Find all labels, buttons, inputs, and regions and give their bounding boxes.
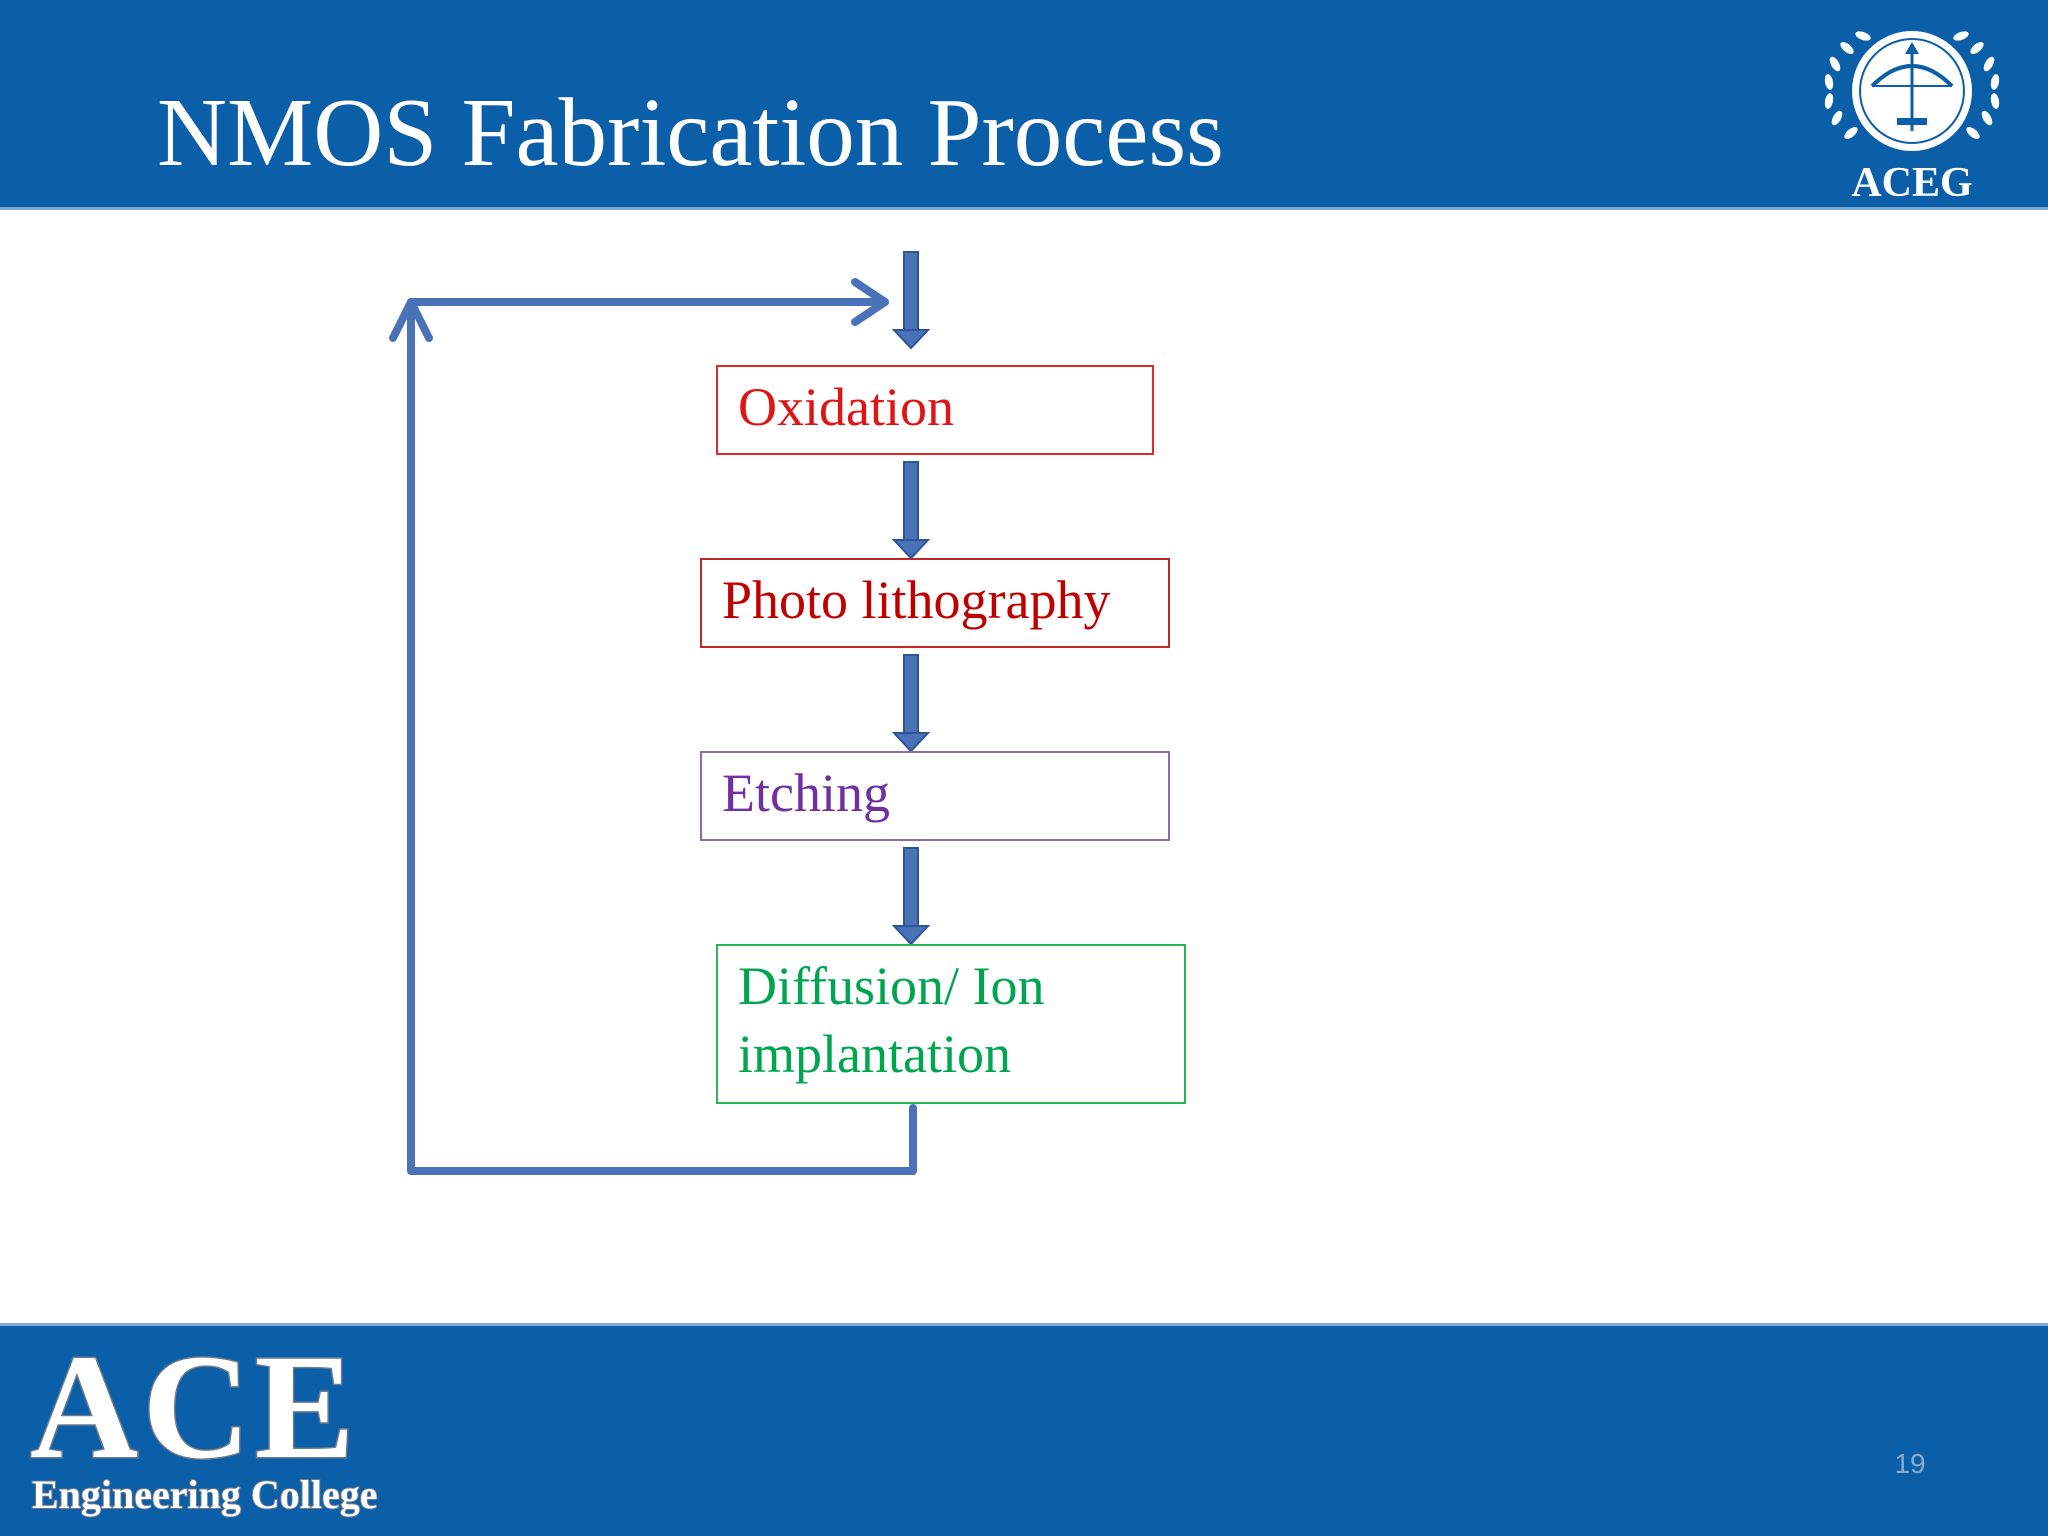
step-etching: Etching (700, 751, 1170, 841)
slide-title: NMOS Fabrication Process (157, 79, 1224, 186)
footer-bar (0, 1326, 2048, 1536)
header-divider (0, 207, 2048, 210)
ace-engineering-college-logo: ACE Engineering College (28, 1345, 458, 1525)
ace-logo-text: ACE (30, 1345, 359, 1490)
arrow-photo-lithography-to-etching (891, 654, 931, 753)
bow-arrow-emblem-icon: ACEG (1824, 31, 2000, 206)
aceg-logo: ACEG (1817, 6, 2007, 206)
engineering-college-text: Engineering College (32, 1472, 378, 1517)
arrow-feedback-loop (389, 278, 917, 1175)
arrow-etching-to-diffusion (891, 847, 931, 946)
footer-divider (0, 1323, 2048, 1327)
arrow-oxidation-to-photo-lithography (891, 461, 931, 560)
slide-number: 19 (1894, 1448, 1926, 1479)
step-oxidation: Oxidation (716, 365, 1154, 455)
header-bar (0, 0, 2048, 207)
step-photo-lithography: Photo lithography (700, 558, 1170, 648)
aceg-logo-text: ACEG (1851, 160, 1972, 206)
step-diffusion-ion-implantation: Diffusion/ Ion implantation (716, 944, 1186, 1104)
arrow-entry (891, 251, 931, 350)
